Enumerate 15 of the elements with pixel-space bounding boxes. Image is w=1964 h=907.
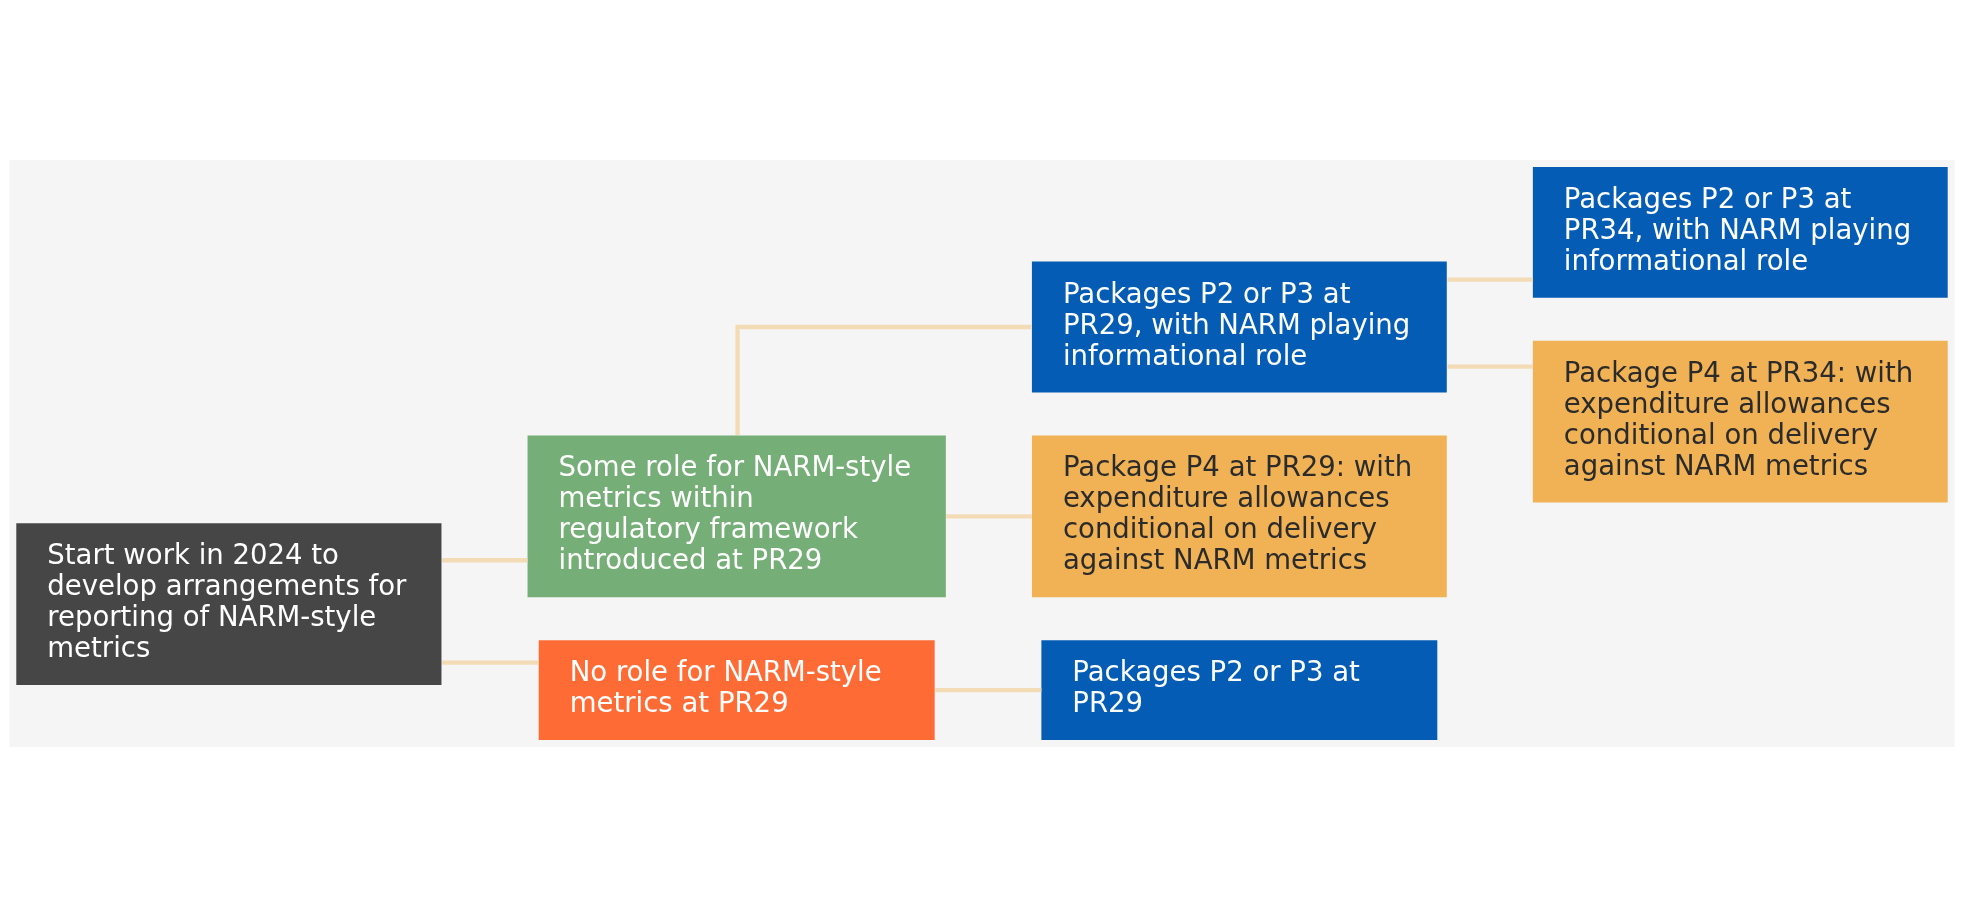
node-box: No role for NARM-style metrics at PR29	[538, 640, 935, 741]
node-box: Package P4 at PR34: with expenditure allowances conditional on delivery against NARM metrics	[1532, 340, 1948, 503]
connector	[735, 324, 1032, 435]
node-box: Packages P2 or P3 at PR29	[1041, 640, 1438, 741]
node-box: Package P4 at PR29: with expenditure allowances conditional on delivery against NARM metrics	[1031, 435, 1447, 598]
connector	[442, 660, 539, 665]
connector	[935, 688, 1042, 693]
node-box: Packages P2 or P3 at PR34, with NARM playing informational role	[1532, 166, 1948, 298]
connector	[946, 514, 1032, 519]
connector	[442, 558, 528, 563]
node-box: Some role for NARM-style metrics within regulatory framework introduced at PR29	[527, 435, 946, 598]
node-box: Start work in 2024 to develop arrangements for reporting of NARM-style metrics	[16, 523, 442, 686]
connector	[1447, 277, 1533, 282]
connector	[1447, 364, 1533, 369]
node-box: Packages P2 or P3 at PR29, with NARM playing informational role	[1031, 261, 1447, 393]
